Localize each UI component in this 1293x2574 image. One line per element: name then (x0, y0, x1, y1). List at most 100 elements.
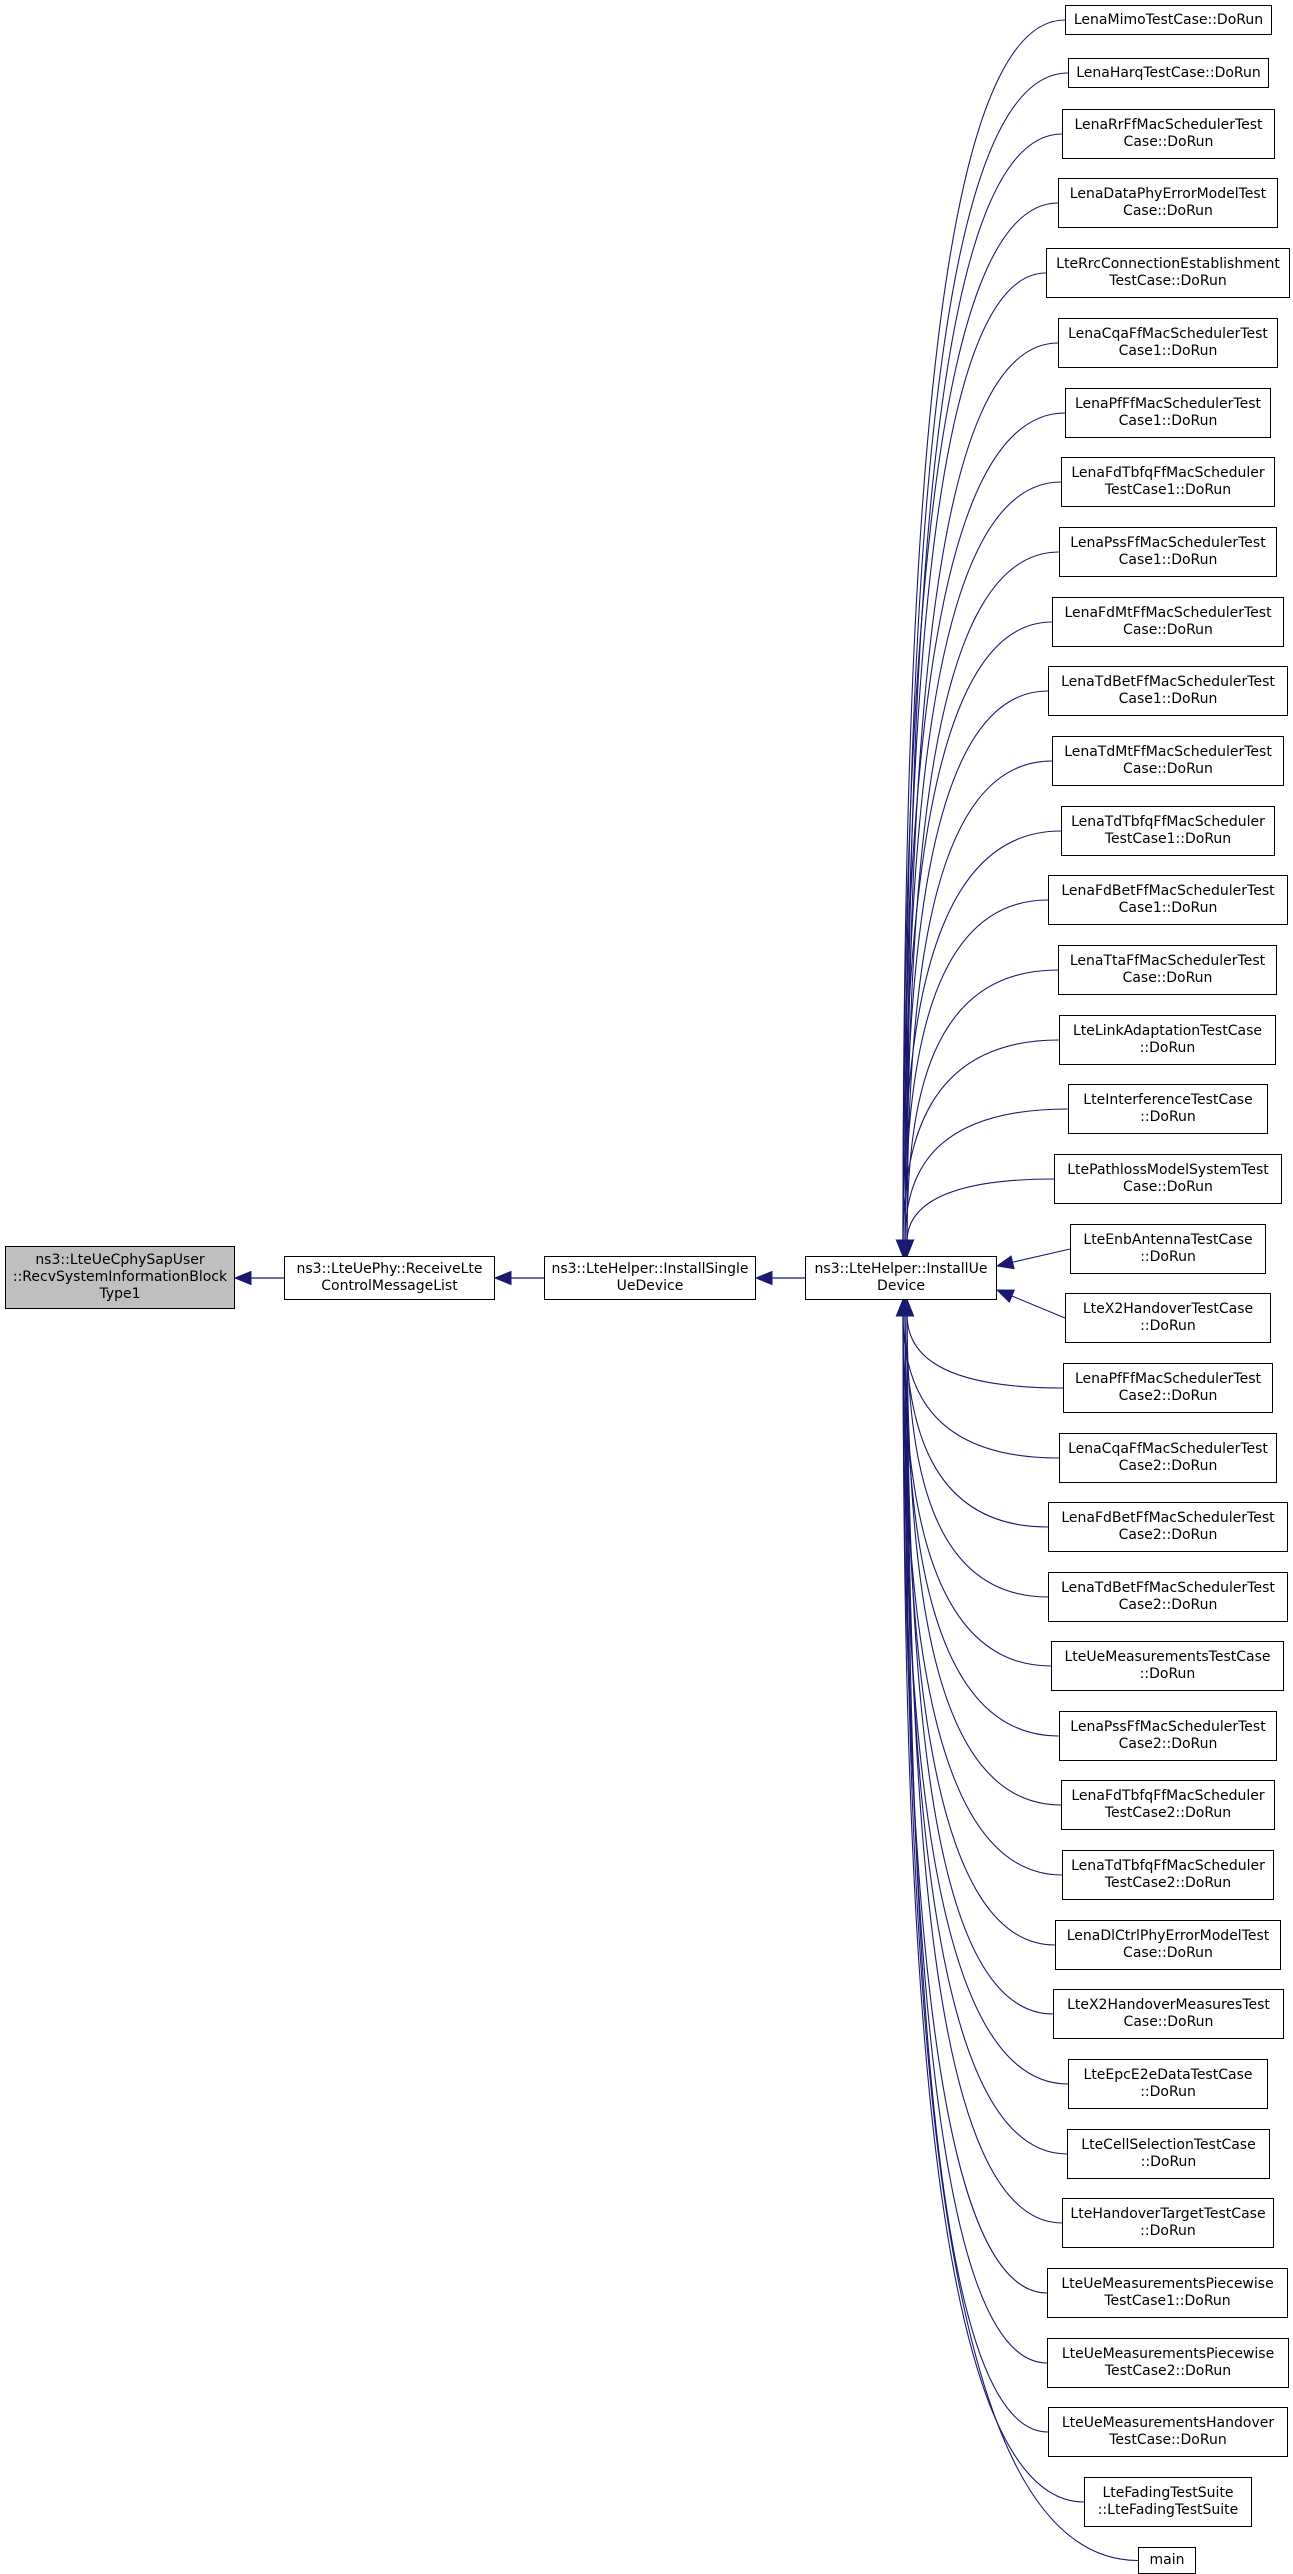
node-caller-34[interactable]: LteUeMeasurementsPiecewise TestCase2::Do… (1047, 2338, 1289, 2388)
edge-caller-37 (904, 1313, 1139, 2562)
edge-caller-3 (902, 202, 1059, 1243)
node-caller-7[interactable]: LenaFdTbfqFfMacScheduler TestCase1::DoRu… (1061, 457, 1275, 507)
edge-caller-4 (904, 272, 1047, 1243)
node-caller-23[interactable]: LenaTdBetFfMacSchedulerTest Case2::DoRun (1048, 1572, 1288, 1622)
node-caller-27[interactable]: LenaTdTbfqFfMacScheduler TestCase2::DoRu… (1062, 1850, 1274, 1900)
node-caller-35[interactable]: LteUeMeasurementsHandover TestCase::DoRu… (1048, 2407, 1288, 2457)
edge-caller-29 (906, 1313, 1054, 2015)
arrowhead (995, 1289, 1016, 1303)
edge-caller-22 (904, 1313, 1049, 1528)
node-caller-37[interactable]: main (1138, 2547, 1196, 2574)
node-caller-36[interactable]: LteFadingTestSuite ::LteFadingTestSuite (1084, 2477, 1252, 2527)
arrowhead (493, 1270, 512, 1286)
arrowhead (754, 1270, 773, 1286)
node-label: LteHandoverTargetTestCase ::DoRun (1070, 2206, 1266, 2239)
node-label: ns3::LteHelper::InstallSingle UeDevice (551, 1261, 749, 1294)
node-label: ns3::LteUePhy::ReceiveLte ControlMessage… (296, 1261, 483, 1294)
edge-caller-19 (1010, 1295, 1066, 1319)
node-caller-3[interactable]: LenaDataPhyErrorModelTest Case::DoRun (1058, 178, 1278, 228)
edge-caller-1 (904, 72, 1069, 1243)
node-caller-12[interactable]: LenaTdTbfqFfMacScheduler TestCase1::DoRu… (1061, 806, 1275, 856)
edge-caller-35 (906, 1313, 1049, 2433)
node-caller-11[interactable]: LenaTdMtFfMacSchedulerTest Case::DoRun (1052, 736, 1284, 786)
node-caller-8[interactable]: LenaPssFfMacSchedulerTest Case1::DoRun (1059, 527, 1277, 577)
node-caller-4[interactable]: LteRrcConnectionEstablishment TestCase::… (1046, 248, 1290, 298)
node-label: ns3::LteHelper::InstallUe Device (814, 1261, 988, 1294)
edge-caller-10 (904, 690, 1049, 1243)
node-caller-22[interactable]: LenaFdBetFfMacSchedulerTest Case2::DoRun (1048, 1502, 1288, 1552)
edge-caller-7 (904, 481, 1062, 1243)
node-caller-19[interactable]: LteX2HandoverTestCase ::DoRun (1065, 1293, 1271, 1343)
node-label: LenaTdBetFfMacSchedulerTest Case2::DoRun (1061, 1580, 1275, 1613)
node-caller-25[interactable]: LenaPssFfMacSchedulerTest Case2::DoRun (1059, 1711, 1277, 1761)
node-label: LteInterferenceTestCase ::DoRun (1083, 1092, 1253, 1125)
edge-caller-28 (904, 1313, 1056, 1946)
node-caller-26[interactable]: LenaFdTbfqFfMacScheduler TestCase2::DoRu… (1061, 1780, 1275, 1830)
edge-caller-15 (902, 1039, 1060, 1243)
node-caller-18[interactable]: LteEnbAntennaTestCase ::DoRun (1070, 1224, 1266, 1274)
node-label: LenaTdTbfqFfMacScheduler TestCase1::DoRu… (1071, 814, 1265, 847)
node-caller-17[interactable]: LtePathlossModelSystemTest Case::DoRun (1054, 1154, 1282, 1204)
node-label: LteCellSelectionTestCase ::DoRun (1081, 2137, 1256, 2170)
node-caller-30[interactable]: LteEpcE2eDataTestCase ::DoRun (1068, 2059, 1268, 2109)
node-caller-15[interactable]: LteLinkAdaptationTestCase ::DoRun (1059, 1015, 1276, 1065)
node-caller-13[interactable]: LenaFdBetFfMacSchedulerTest Case1::DoRun (1048, 875, 1288, 925)
node-label: LenaDataPhyErrorModelTest Case::DoRun (1069, 186, 1267, 219)
edge-caller-9 (902, 621, 1053, 1243)
edge-caller-26 (906, 1313, 1062, 1806)
node-caller-28[interactable]: LenaDlCtrlPhyErrorModelTest Case::DoRun (1055, 1920, 1281, 1970)
node-label: LteRrcConnectionEstablishment TestCase::… (1056, 256, 1280, 289)
node-receive-lte-control-message-list[interactable]: ns3::LteUePhy::ReceiveLte ControlMessage… (284, 1256, 495, 1300)
node-label: LenaHarqTestCase::DoRun (1076, 64, 1261, 81)
node-caller-24[interactable]: LteUeMeasurementsTestCase ::DoRun (1051, 1641, 1284, 1691)
node-caller-32[interactable]: LteHandoverTargetTestCase ::DoRun (1062, 2198, 1274, 2248)
edge-caller-17 (906, 1178, 1055, 1243)
node-label: LenaCqaFfMacSchedulerTest Case1::DoRun (1068, 326, 1268, 359)
node-caller-2[interactable]: LenaRrFfMacSchedulerTest Case::DoRun (1062, 109, 1275, 159)
edge-caller-6 (902, 412, 1066, 1243)
node-label: LteUeMeasurementsPiecewise TestCase2::Do… (1061, 2346, 1275, 2379)
node-label: LtePathlossModelSystemTest Case::DoRun (1067, 1162, 1269, 1195)
arrowhead (897, 1298, 913, 1317)
node-label: LenaFdTbfqFfMacScheduler TestCase1::DoRu… (1071, 465, 1265, 498)
node-caller-5[interactable]: LenaCqaFfMacSchedulerTest Case1::DoRun (1058, 318, 1278, 368)
node-caller-14[interactable]: LenaTtaFfMacSchedulerTest Case::DoRun (1058, 945, 1277, 995)
node-recv-system-information-block-type1: ns3::LteUeCphySapUser ::RecvSystemInform… (5, 1246, 235, 1309)
arrowhead (233, 1270, 252, 1286)
edge-caller-23 (906, 1313, 1049, 1598)
edge-caller-32 (906, 1313, 1063, 2224)
node-label: ns3::LteUeCphySapUser ::RecvSystemInform… (12, 1252, 228, 1302)
node-caller-31[interactable]: LteCellSelectionTestCase ::DoRun (1067, 2129, 1270, 2179)
node-install-ue-device[interactable]: ns3::LteHelper::InstallUe Device (805, 1256, 997, 1300)
node-install-single-ue-device[interactable]: ns3::LteHelper::InstallSingle UeDevice (544, 1256, 756, 1300)
node-caller-0[interactable]: LenaMimoTestCase::DoRun (1065, 5, 1272, 35)
node-label: LteX2HandoverTestCase ::DoRun (1082, 1301, 1254, 1334)
node-label: LenaTdBetFfMacSchedulerTest Case1::DoRun (1061, 674, 1275, 707)
node-caller-16[interactable]: LteInterferenceTestCase ::DoRun (1068, 1084, 1268, 1134)
edge-caller-5 (906, 342, 1059, 1243)
node-label: LteX2HandoverMeasuresTest Case::DoRun (1067, 1997, 1270, 2030)
node-caller-21[interactable]: LenaCqaFfMacSchedulerTest Case2::DoRun (1059, 1433, 1277, 1483)
node-label: main (1149, 2552, 1185, 2568)
node-caller-10[interactable]: LenaTdBetFfMacSchedulerTest Case1::DoRun (1048, 666, 1288, 716)
node-caller-20[interactable]: LenaPfFfMacSchedulerTest Case2::DoRun (1063, 1363, 1273, 1413)
node-label: LteUeMeasurementsHandover TestCase::DoRu… (1061, 2415, 1275, 2448)
node-label: LenaCqaFfMacSchedulerTest Case2::DoRun (1068, 1441, 1268, 1474)
edge-caller-25 (904, 1313, 1060, 1737)
edge-caller-36 (902, 1313, 1085, 2503)
edge-caller-30 (902, 1313, 1069, 2085)
edge-caller-20 (906, 1313, 1064, 1389)
node-label: LenaTdMtFfMacSchedulerTest Case::DoRun (1064, 744, 1272, 777)
node-caller-9[interactable]: LenaFdMtFfMacSchedulerTest Case::DoRun (1052, 597, 1284, 647)
node-label: LteUeMeasurementsPiecewise TestCase1::Do… (1061, 2276, 1274, 2309)
edge-caller-18 (1010, 1248, 1071, 1264)
node-caller-6[interactable]: LenaPfFfMacSchedulerTest Case1::DoRun (1065, 388, 1271, 438)
node-caller-33[interactable]: LteUeMeasurementsPiecewise TestCase1::Do… (1047, 2268, 1288, 2318)
edge-caller-0 (902, 19, 1066, 1243)
node-caller-29[interactable]: LteX2HandoverMeasuresTest Case::DoRun (1053, 1989, 1284, 2039)
arrowhead (995, 1255, 1015, 1270)
node-label: LenaTtaFfMacSchedulerTest Case::DoRun (1069, 953, 1266, 986)
node-caller-1[interactable]: LenaHarqTestCase::DoRun (1068, 58, 1269, 88)
node-label: LenaRrFfMacSchedulerTest Case::DoRun (1074, 117, 1263, 150)
